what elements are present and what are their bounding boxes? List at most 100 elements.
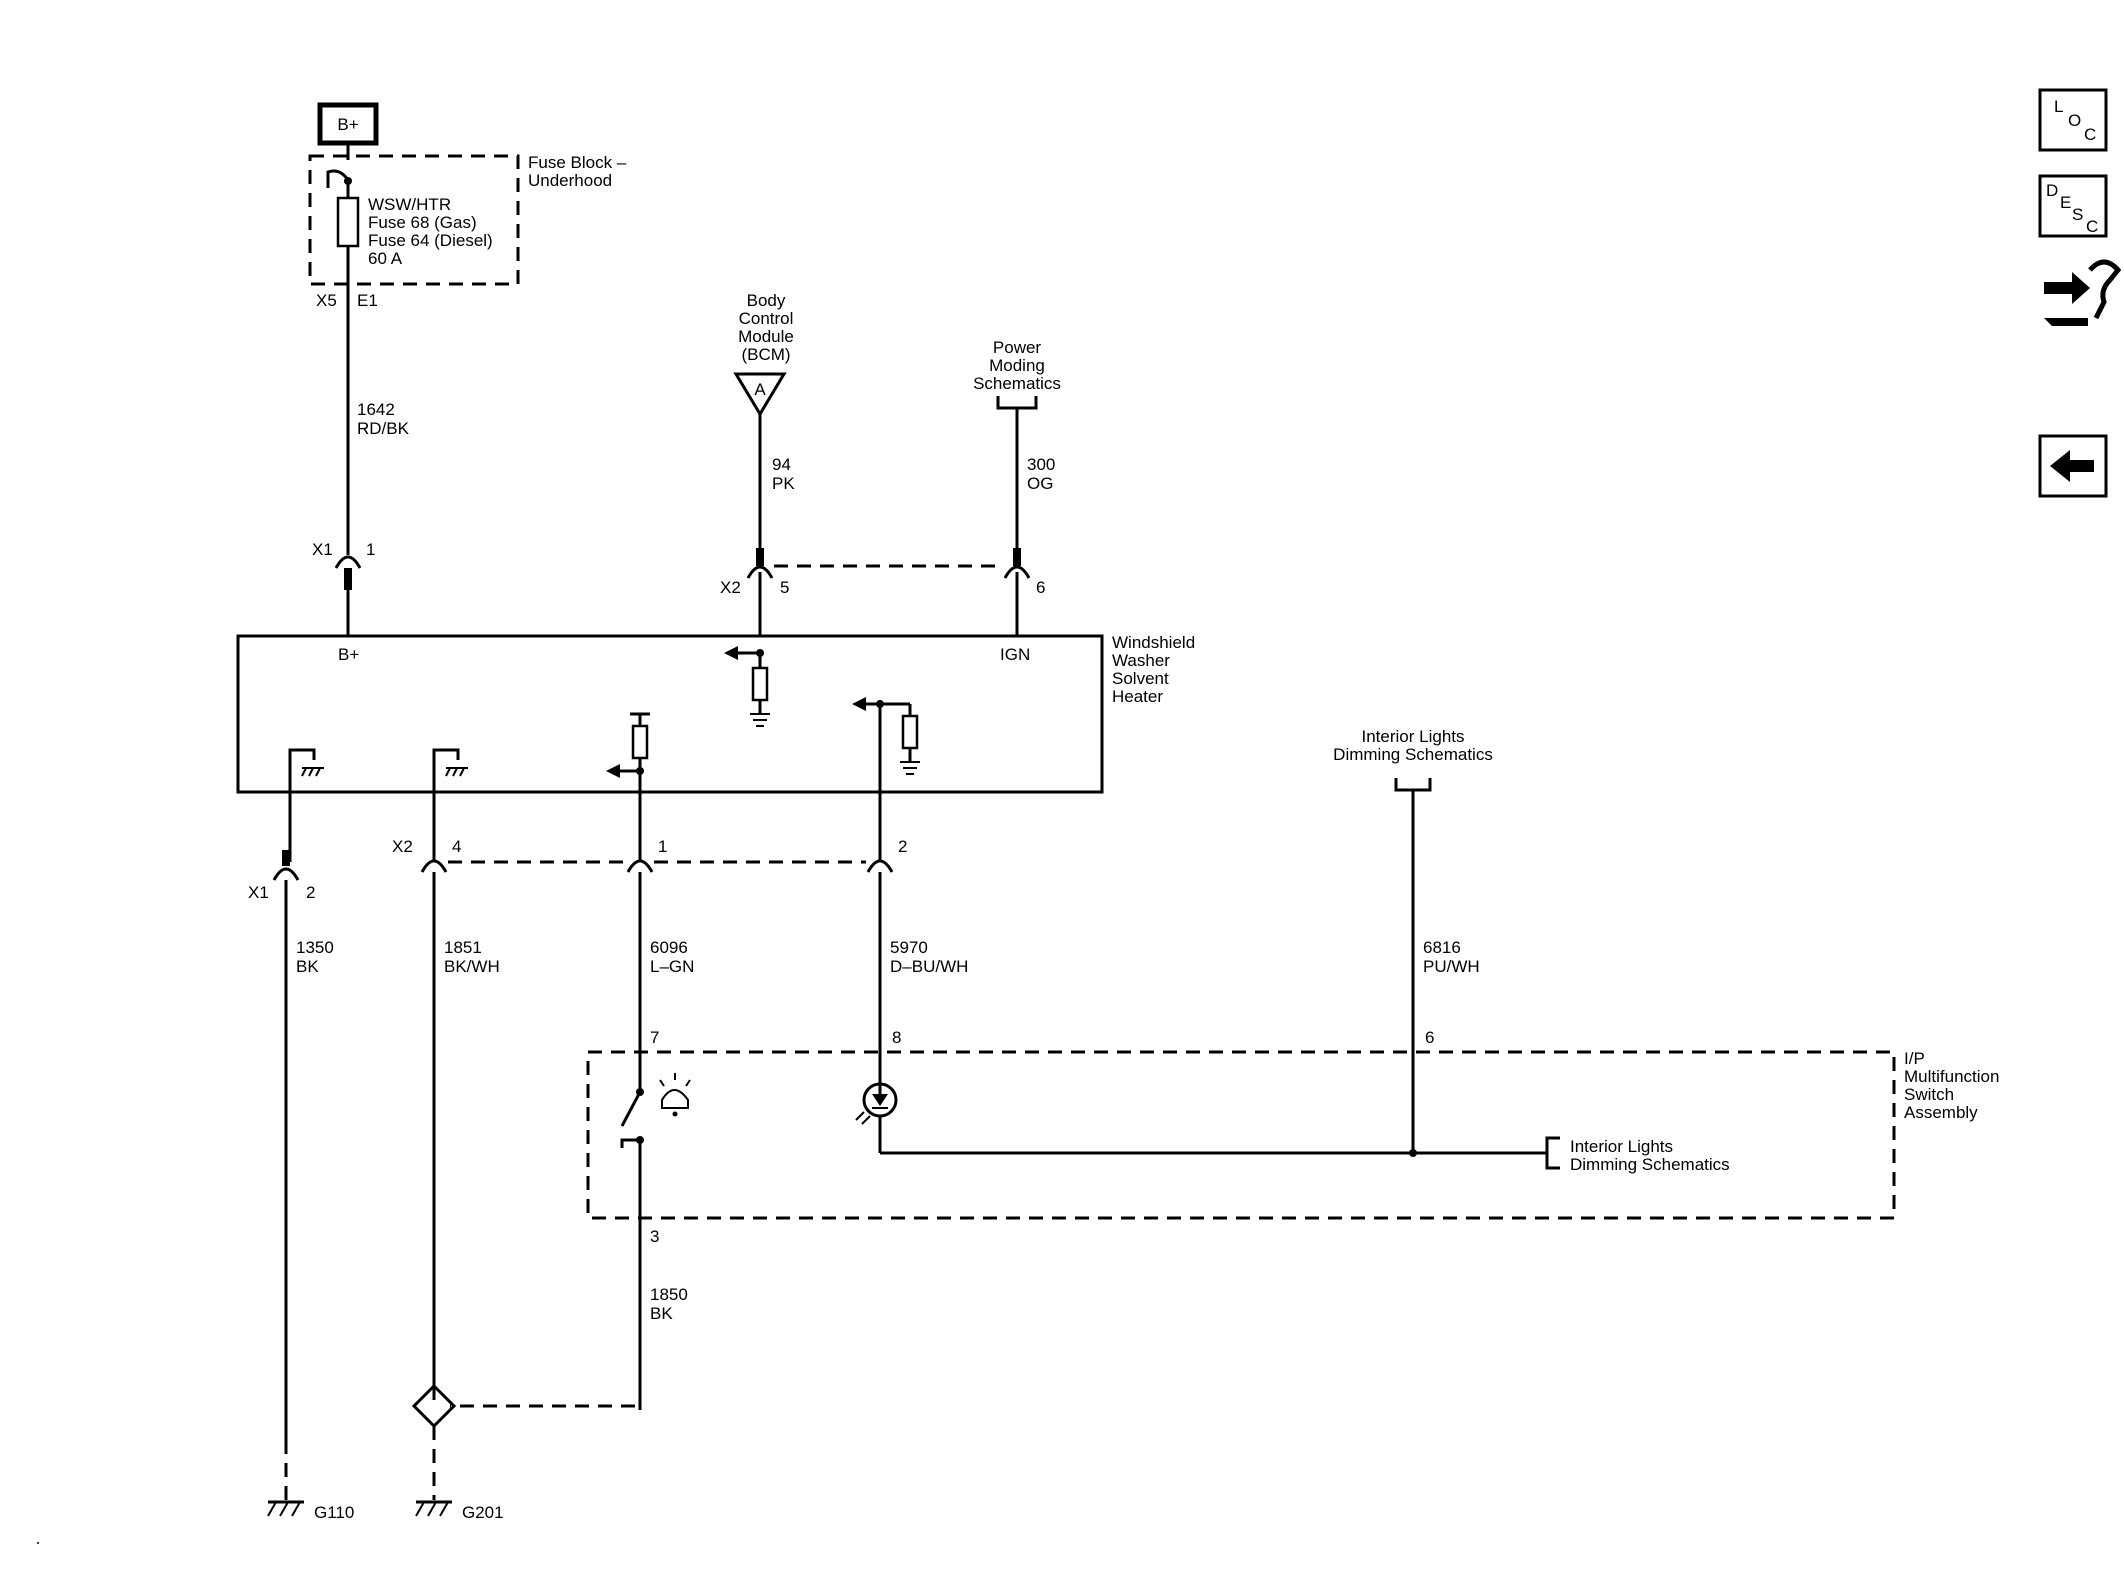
pin1-arrow-icon (606, 764, 620, 778)
connector-x1-label: X1 (312, 540, 333, 559)
desc-e: E (2060, 193, 2071, 212)
wire-1642-number: 1642 (357, 400, 395, 419)
washer-icon (659, 1073, 691, 1117)
wire-1850-number: 1850 (650, 1285, 688, 1304)
fuse-icon (336, 196, 360, 248)
ground-g110-icon (267, 1500, 304, 1517)
switch-pin-3: 3 (650, 1227, 659, 1246)
interior-lights-right-2: Dimming Schematics (1570, 1155, 1730, 1174)
chassis-ground-icon-1 (301, 767, 324, 777)
fuse-block-title-2: Underhood (528, 171, 612, 190)
wire-6816-number: 6816 (1423, 938, 1461, 957)
wire-1642-color: RD/BK (357, 419, 410, 438)
connector-x1-pin1: 1 (366, 540, 375, 559)
back-button[interactable] (2038, 434, 2108, 498)
wire-1350-color: BK (296, 957, 319, 976)
connector-x2-pin1-female (626, 859, 654, 873)
connector-x1-bottom-label: X1 (248, 883, 269, 902)
internal-ground-1 (288, 748, 316, 862)
fuse-block-title-1: Fuse Block – (528, 153, 627, 172)
bcm-label-4: (BCM) (741, 345, 790, 364)
heater-title-4: Heater (1112, 687, 1163, 706)
wire-6096-number: 6096 (650, 938, 688, 957)
connector-x2-pin4-female (420, 859, 448, 873)
connector-x2-top-label: X2 (720, 578, 741, 597)
interior-lights-top-bracket (1394, 778, 1432, 792)
connector-tools-button[interactable] (2044, 259, 2122, 326)
interior-lights-top-2: Dimming Schematics (1333, 745, 1493, 764)
heater-module-box (236, 634, 1104, 794)
connector-x5: X5 (316, 291, 337, 310)
pin2-resistor-icon (901, 714, 919, 750)
connector-x2-pin2-female (866, 859, 894, 873)
back-arrow-icon (2050, 450, 2094, 482)
heater-title-2: Washer (1112, 651, 1170, 670)
connector-x2-pin1: 1 (658, 837, 667, 856)
heater-title-3: Solvent (1112, 669, 1169, 688)
pin5-arrow-icon (724, 646, 738, 660)
internal-ground-2 (432, 748, 460, 862)
fuse-block-outline (308, 154, 520, 286)
connector-x1-pin1-female (334, 555, 362, 569)
stray-mark (37, 1542, 39, 1544)
wire-300-color: OG (1027, 474, 1053, 493)
connector-arrow-icon (2044, 272, 2090, 304)
pin2-arrow-icon (852, 697, 866, 711)
connector-x2-bottom-label: X2 (392, 837, 413, 856)
connector-x1-pin2: 2 (306, 883, 315, 902)
wire-5970-color: D–BU/WH (890, 957, 968, 976)
led-light-rays-icon (855, 1111, 871, 1125)
pin5-resistor-icon (751, 666, 769, 702)
bcm-label-3: Module (738, 327, 794, 346)
ground-g201-icon (415, 1500, 452, 1517)
battery-label: B+ (337, 115, 358, 134)
ground-g201-label: G201 (462, 1503, 504, 1522)
connector-x2-pin4: 4 (452, 837, 461, 856)
chassis-ground-icon-2 (445, 767, 468, 777)
wire-5970-number: 5970 (890, 938, 928, 957)
connector-x2-pin2: 2 (898, 837, 907, 856)
pin1-resistor-icon (631, 724, 649, 760)
dimming-splice (1409, 1149, 1417, 1157)
wire-300-number: 300 (1027, 455, 1055, 474)
power-moding-label-2: Moding (989, 356, 1045, 375)
interior-lights-right-bracket (1545, 1136, 1560, 1170)
interior-lights-right-1: Interior Lights (1570, 1137, 1673, 1156)
loc-c: C (2084, 125, 2096, 144)
heater-title-1: Windshield (1112, 633, 1195, 652)
fuse-label-2: Fuse 68 (Gas) (368, 213, 477, 232)
bcm-label-2: Control (739, 309, 794, 328)
ground-g110-label: G110 (314, 1503, 354, 1522)
loc-l: L (2054, 97, 2063, 116)
pin5-ground-icon (750, 713, 770, 727)
location-button[interactable]: L O C (2038, 88, 2108, 152)
wire-94-number: 94 (772, 455, 791, 474)
bcm-triangle-label: A (754, 380, 766, 399)
power-moding-label-3: Schematics (973, 374, 1061, 393)
switch-assembly-title-3: Switch (1904, 1085, 1954, 1104)
pin-e1: E1 (357, 291, 378, 310)
connector-x2-pin5-female (746, 565, 774, 579)
washer-switch-blade (620, 1091, 642, 1127)
power-moding-label-1: Power (993, 338, 1042, 357)
led-diode-icon (872, 1094, 888, 1106)
desc-c: C (2086, 217, 2098, 236)
wire-1851-number: 1851 (444, 938, 482, 957)
fuse-label-1: WSW/HTR (368, 195, 451, 214)
wire-6816-color: PU/WH (1423, 957, 1480, 976)
wire-6096-color: L–GN (650, 957, 694, 976)
switch-pin-7: 7 (650, 1028, 659, 1047)
connector-x2-pin6-female (1003, 565, 1031, 579)
desc-d: D (2046, 181, 2058, 200)
wire-1851-color: BK/WH (444, 957, 500, 976)
description-button[interactable]: D E S C (2038, 174, 2108, 238)
switch-assembly-title-1: I/P (1904, 1049, 1925, 1068)
fuse-label-3: Fuse 64 (Diesel) (368, 231, 493, 250)
heater-bplus-label: B+ (338, 645, 359, 664)
wrench-icon (2044, 318, 2088, 326)
probe-icon (2088, 259, 2122, 320)
wire-1850-dashed (450, 1250, 642, 1408)
wire-94-color: PK (772, 474, 795, 493)
wire-1850-color: BK (650, 1304, 673, 1323)
